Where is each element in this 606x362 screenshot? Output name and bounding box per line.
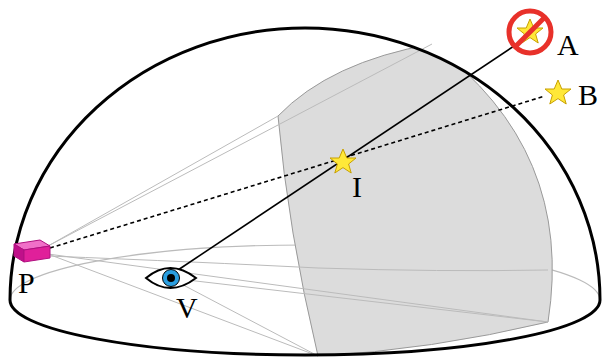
point-label: A <box>557 30 579 60</box>
construction-lines <box>48 44 548 356</box>
point-label: B <box>578 80 598 110</box>
stars <box>330 19 571 173</box>
point-label: V <box>176 293 198 323</box>
viewer-eye <box>146 268 196 288</box>
point-label: P <box>18 268 35 298</box>
point-label: I <box>352 172 362 202</box>
projector <box>14 240 50 262</box>
sight-line <box>178 42 520 270</box>
dome-base <box>10 300 600 355</box>
dome-outline <box>10 28 600 300</box>
projection-surface <box>278 44 552 356</box>
prohibition-sign <box>509 11 551 53</box>
projection-ray <box>50 96 545 248</box>
